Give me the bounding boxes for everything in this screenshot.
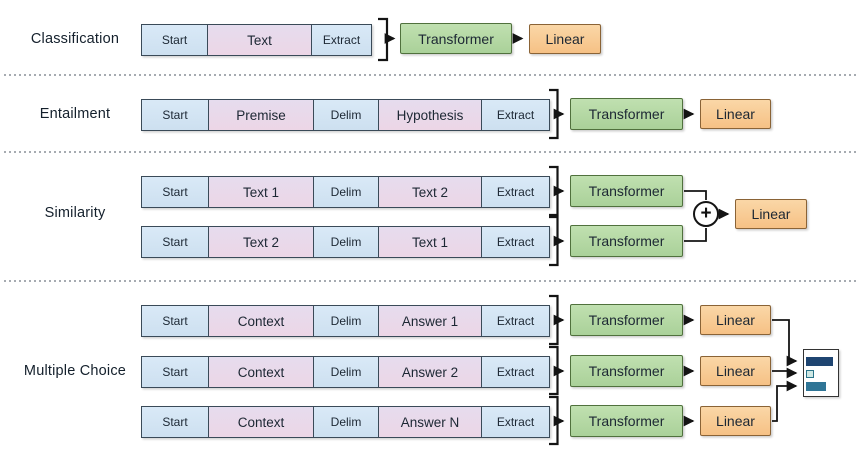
linear-block: Linear xyxy=(529,24,601,54)
bracket-icon xyxy=(549,345,559,396)
token-cell-extract: Extract xyxy=(481,227,549,257)
bracket-icon xyxy=(549,395,559,446)
prob-bar-icon xyxy=(806,382,826,391)
bracket-icon xyxy=(378,17,389,62)
output-probabilities-icon xyxy=(803,349,839,397)
token-cell-extract: Extract xyxy=(481,407,549,437)
token-cell-extract: Extract xyxy=(311,25,371,55)
token-cell-extract: Extract xyxy=(481,357,549,387)
plus-icon: + xyxy=(700,203,712,224)
section-label-entailment: Entailment xyxy=(39,106,111,122)
separator xyxy=(4,280,858,282)
token-cell-start: Start xyxy=(142,177,208,207)
arrow-icon xyxy=(772,380,798,422)
sequence-multiple-choice-3: Start Context Delim Answer N Extract xyxy=(141,406,550,438)
token-cell-text1: Text 1 xyxy=(378,227,481,257)
separator xyxy=(4,151,858,153)
token-cell-premise: Premise xyxy=(208,100,313,130)
token-cell-delim: Delim xyxy=(313,357,378,387)
linear-block: Linear xyxy=(735,199,807,229)
token-cell-start: Start xyxy=(142,227,208,257)
transformer-block: Transformer xyxy=(570,304,683,336)
token-cell-text2: Text 2 xyxy=(378,177,481,207)
token-cell-extract: Extract xyxy=(481,177,549,207)
token-cell-extract: Extract xyxy=(481,100,549,130)
transformer-block: Transformer xyxy=(400,23,512,54)
token-cell-start: Start xyxy=(142,357,208,387)
linear-block: Linear xyxy=(700,406,771,436)
connector-line xyxy=(684,190,707,200)
sequence-similarity-2: Start Text 2 Delim Text 1 Extract xyxy=(141,226,550,258)
bracket-icon xyxy=(549,294,559,346)
bracket-icon xyxy=(549,215,559,267)
token-cell-delim: Delim xyxy=(313,177,378,207)
token-cell-text: Text xyxy=(207,25,311,55)
token-cell-context: Context xyxy=(208,306,313,336)
sequence-multiple-choice-1: Start Context Delim Answer 1 Extract xyxy=(141,305,550,337)
sequence-similarity-1: Start Text 1 Delim Text 2 Extract xyxy=(141,176,550,208)
token-cell-hypothesis: Hypothesis xyxy=(378,100,481,130)
token-cell-answer2: Answer 2 xyxy=(378,357,481,387)
sequence-classification: Start Text Extract xyxy=(141,24,372,56)
sum-node: + xyxy=(693,201,719,227)
token-cell-answer1: Answer 1 xyxy=(378,306,481,336)
token-cell-start: Start xyxy=(142,407,208,437)
token-cell-context: Context xyxy=(208,407,313,437)
bracket-icon xyxy=(549,165,559,217)
token-cell-delim: Delim xyxy=(313,100,378,130)
token-cell-start: Start xyxy=(142,25,207,55)
transformer-block: Transformer xyxy=(570,405,683,437)
section-label-multiple-choice: Multiple Choice xyxy=(23,363,127,379)
token-cell-delim: Delim xyxy=(313,227,378,257)
token-cell-text2: Text 2 xyxy=(208,227,313,257)
linear-block: Linear xyxy=(700,356,771,386)
linear-block: Linear xyxy=(700,99,771,129)
transformer-block: Transformer xyxy=(570,225,683,257)
transformer-block: Transformer xyxy=(570,98,683,130)
prob-bar-icon xyxy=(806,357,833,366)
connector-line xyxy=(684,228,707,242)
arrow-icon xyxy=(772,367,798,379)
token-cell-start: Start xyxy=(142,306,208,336)
arrow-icon xyxy=(772,319,798,367)
transformer-block: Transformer xyxy=(570,355,683,387)
token-cell-context: Context xyxy=(208,357,313,387)
sequence-multiple-choice-2: Start Context Delim Answer 2 Extract xyxy=(141,356,550,388)
linear-block: Linear xyxy=(700,305,771,335)
token-cell-delim: Delim xyxy=(313,407,378,437)
transformer-block: Transformer xyxy=(570,175,683,207)
token-cell-delim: Delim xyxy=(313,306,378,336)
section-label-classification: Classification xyxy=(30,31,120,47)
token-cell-start: Start xyxy=(142,100,208,130)
token-cell-extract: Extract xyxy=(481,306,549,336)
sequence-entailment: Start Premise Delim Hypothesis Extract xyxy=(141,99,550,131)
section-label-similarity: Similarity xyxy=(44,205,106,221)
separator xyxy=(4,74,858,76)
token-cell-answerN: Answer N xyxy=(378,407,481,437)
bracket-icon xyxy=(549,88,559,140)
prob-bar-icon xyxy=(806,370,814,378)
token-cell-text1: Text 1 xyxy=(208,177,313,207)
